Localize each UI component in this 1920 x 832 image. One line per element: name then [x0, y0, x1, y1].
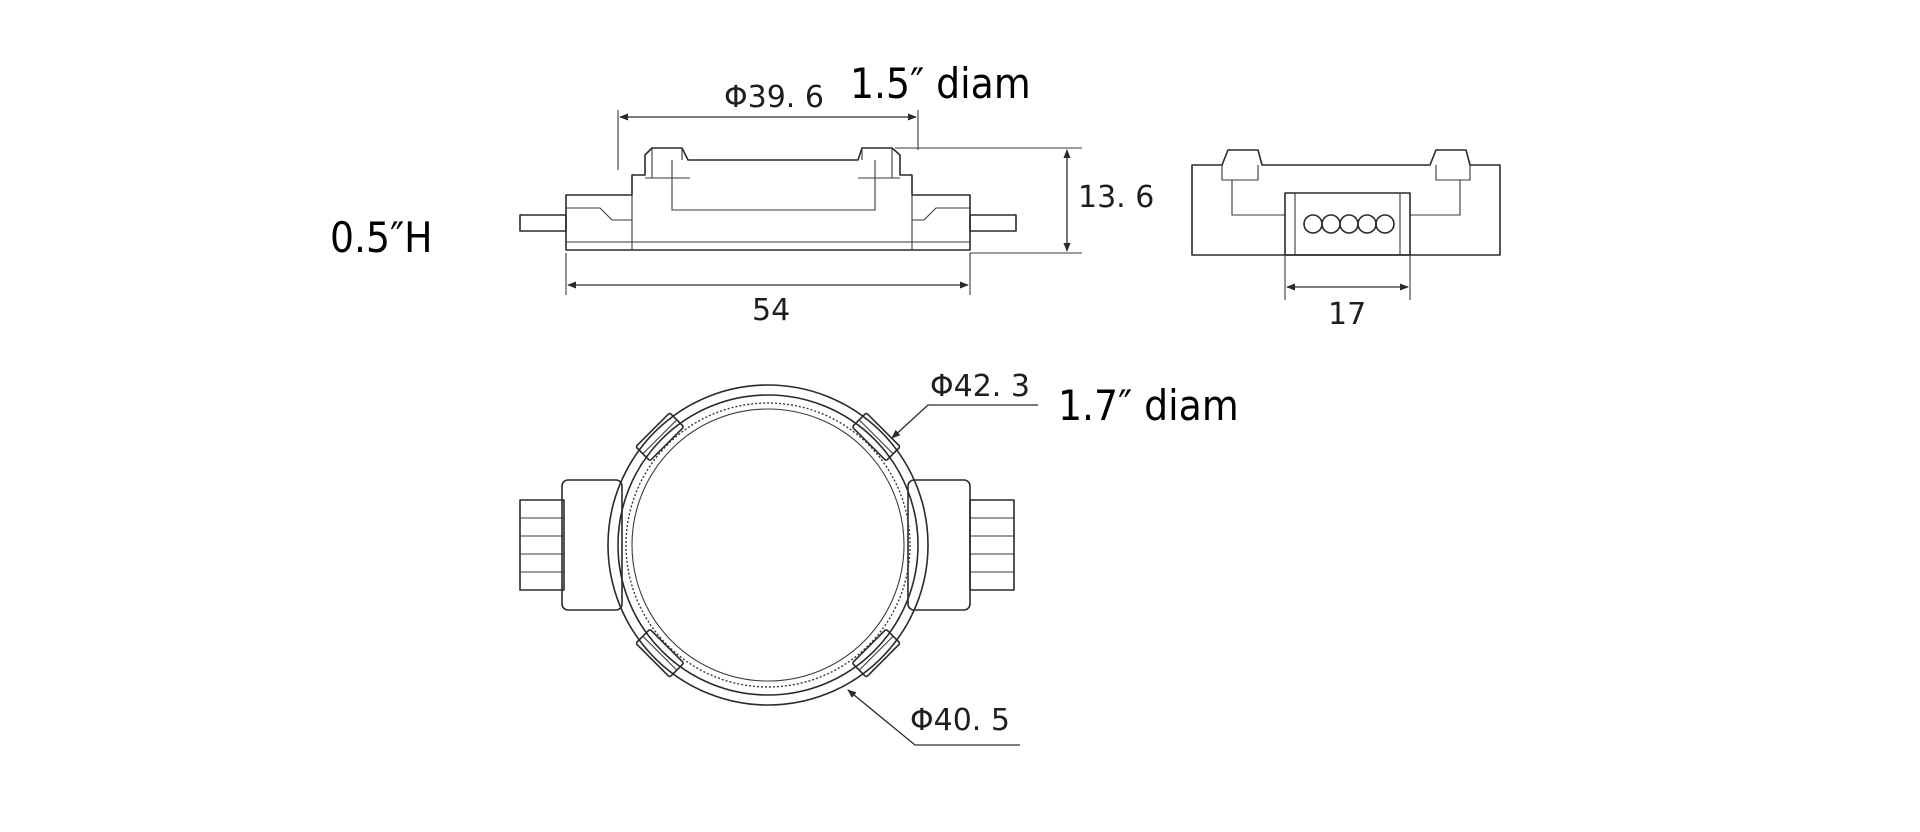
dim-base-diam: Φ40. 5	[910, 703, 1010, 738]
outer-ring	[607, 384, 929, 706]
side-view	[1191, 149, 1501, 300]
pin-hole	[1321, 214, 1341, 234]
leader-outer-diam	[891, 404, 1038, 439]
pin-hole	[1303, 214, 1323, 234]
front-pin-right	[969, 214, 1017, 232]
pin-hole	[1375, 214, 1395, 234]
dim-length: 54	[752, 293, 790, 328]
front-view	[519, 110, 1082, 295]
middle-ring	[617, 394, 919, 696]
dim-top-width: Φ39. 6	[724, 80, 824, 115]
inner-diam-note: 1.5″ diam	[850, 59, 1031, 108]
front-body-outline	[565, 147, 971, 251]
height-note: 0.5″H	[330, 213, 433, 262]
pin-hole	[1339, 214, 1359, 234]
clip	[852, 629, 901, 678]
inner-serrated-ring	[625, 402, 911, 688]
top-connector-left	[519, 499, 565, 591]
leader-base-diam	[847, 689, 1020, 746]
side-connector-block	[1284, 192, 1411, 256]
pin-hole	[1357, 214, 1377, 234]
clip	[852, 412, 901, 461]
dim-outer-diam: Φ42. 3	[930, 369, 1030, 404]
side-body-outline	[1191, 149, 1501, 256]
outer-diam-note: 1.7″ diam	[1058, 381, 1239, 430]
top-view	[519, 384, 1038, 746]
top-housing-right	[907, 479, 971, 611]
top-housing-left	[561, 479, 623, 611]
dim-side-width: 17	[1328, 297, 1366, 332]
clip	[635, 629, 684, 678]
dim-height: 13. 6	[1078, 180, 1154, 215]
front-pin-left	[519, 214, 567, 232]
inner-ring	[631, 408, 905, 682]
connector-pin-holes	[1303, 214, 1395, 234]
top-connector-right	[969, 499, 1015, 591]
clip	[635, 412, 684, 461]
